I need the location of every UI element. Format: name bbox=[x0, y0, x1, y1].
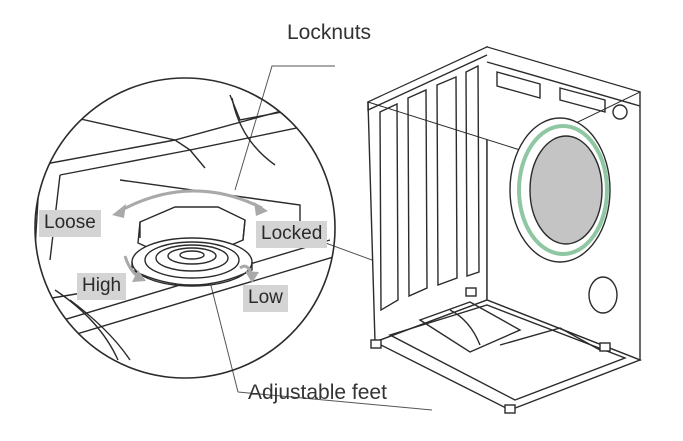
high-label: High bbox=[77, 273, 127, 300]
feet-underline bbox=[237, 391, 433, 411]
display-panel bbox=[559, 87, 606, 113]
foot-back-left bbox=[465, 287, 477, 297]
door-glass bbox=[529, 135, 603, 245]
zoom-detail bbox=[35, 94, 335, 361]
foot-front-right bbox=[504, 404, 516, 414]
foot-front-left bbox=[370, 339, 382, 349]
locked-label: Locked bbox=[256, 221, 328, 248]
locknuts-leader bbox=[234, 65, 335, 191]
machine-base bbox=[373, 299, 642, 411]
arrowheads bbox=[112, 202, 268, 283]
washing-machine bbox=[366, 45, 642, 414]
filter-hatch bbox=[588, 276, 618, 314]
adjustable-feet-label: Adjustable feet bbox=[248, 381, 387, 404]
detergent-drawer bbox=[496, 71, 541, 99]
locknuts-label: Locknuts bbox=[287, 21, 372, 44]
low-label: Low bbox=[243, 285, 288, 312]
foot-back-right bbox=[599, 342, 611, 352]
program-knob bbox=[612, 104, 628, 120]
zoom-circle bbox=[34, 77, 336, 379]
loose-locked-arrow bbox=[117, 189, 263, 214]
loose-label: Loose bbox=[39, 210, 101, 237]
door-ring bbox=[517, 124, 609, 256]
